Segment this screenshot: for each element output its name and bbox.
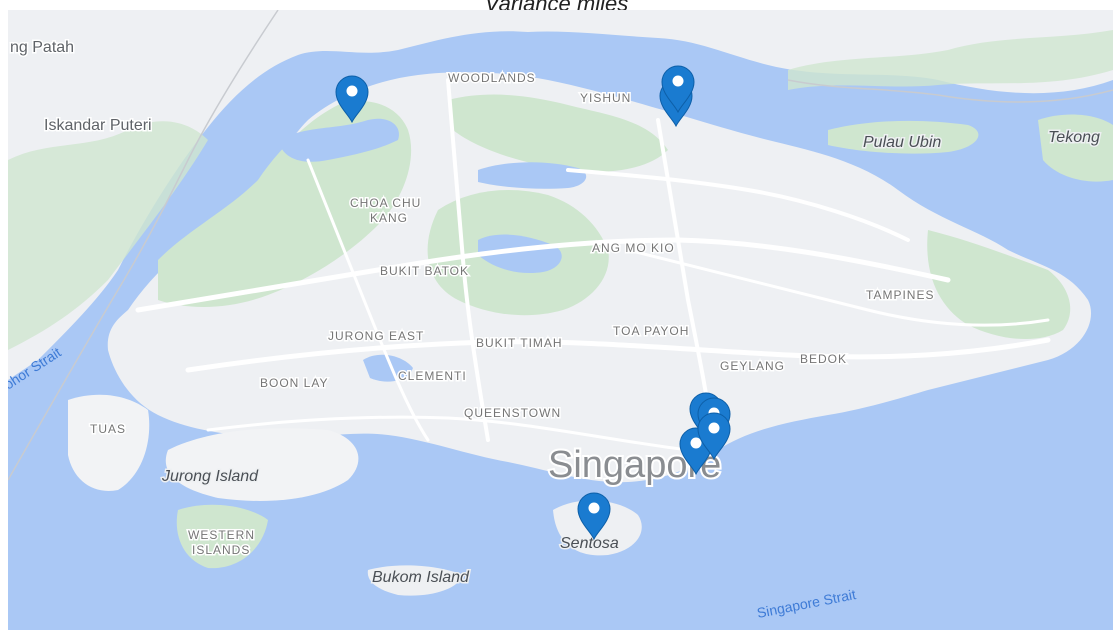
map-marker-marina-4[interactable] [697,412,731,461]
label-tuas: TUAS [90,422,126,436]
label-islands: ISLANDS [192,543,250,557]
label-geylang: GEYLANG [720,359,785,373]
marker-pin-icon [661,65,695,114]
map-canvas[interactable]: ng Patah Iskandar Puteri WOODLANDS YISHU… [8,10,1113,630]
label-tampines: TAMPINES [866,288,934,302]
east-green [927,230,1071,340]
kranji-reservoir [278,118,399,162]
label-tekong: Tekong [1048,129,1100,146]
north-green [448,94,668,172]
pulau-tekong [1038,114,1113,182]
label-pulau-ubin: Pulau Ubin [863,134,941,151]
marker-dot-icon [690,437,702,449]
label-jurong-east: JURONG EAST [328,329,424,343]
label-ang-mo-kio: ANG MO KIO [592,241,675,255]
marker-layer [335,65,731,541]
map-marker-lim-chu-kang[interactable] [335,75,369,124]
marker-dot-icon [708,422,720,434]
tuas-reclamation [68,394,150,491]
label-jurong-island: Jurong Island [161,468,259,485]
pulau-ubin [828,120,979,154]
jurong-island [165,428,359,501]
label-bedok: BEDOK [800,352,847,366]
seletar-reservoir [478,162,587,189]
road-network-grey [8,10,1113,481]
label-choa-chu: CHOA CHU [350,196,421,210]
map-marker-yishun-2[interactable] [661,65,695,114]
label-boon-lay: BOON LAY [260,376,328,390]
desaru-green [788,30,1113,90]
marker-pin-icon [697,412,731,461]
map-marker-sentosa[interactable] [577,492,611,541]
map-view[interactable]: ng Patah Iskandar Puteri WOODLANDS YISHU… [8,10,1113,630]
label-clementi: CLEMENTI [398,369,467,383]
marker-dot-icon [672,75,684,87]
jurong-lake [363,354,413,382]
marker-dot-icon [588,502,600,514]
label-bukit-batok: BUKIT BATOK [380,264,469,278]
marker-dot-icon [346,85,358,97]
label-toa-payoh: TOA PAYOH [613,324,689,338]
label-kang: KANG [370,211,408,225]
label-bukit-timah: BUKIT TIMAH [476,336,563,350]
label-woodlands: WOODLANDS [448,71,536,85]
western-islands [176,504,268,569]
marker-pin-icon [577,492,611,541]
label-yishun: YISHUN [580,91,631,105]
macritchie-reservoir [478,234,562,274]
label-western: WESTERN [188,528,255,542]
marker-pin-icon [335,75,369,124]
johor-green [8,121,208,350]
label-queenstown: QUEENSTOWN [464,406,561,420]
label-iskandar-puteri: Iskandar Puteri [44,117,152,134]
label-sentosa: Sentosa [560,535,619,552]
bukom-island [367,565,463,596]
label-bukom-island: Bukom Island [372,569,470,586]
label-ng-patah: ng Patah [10,39,74,56]
